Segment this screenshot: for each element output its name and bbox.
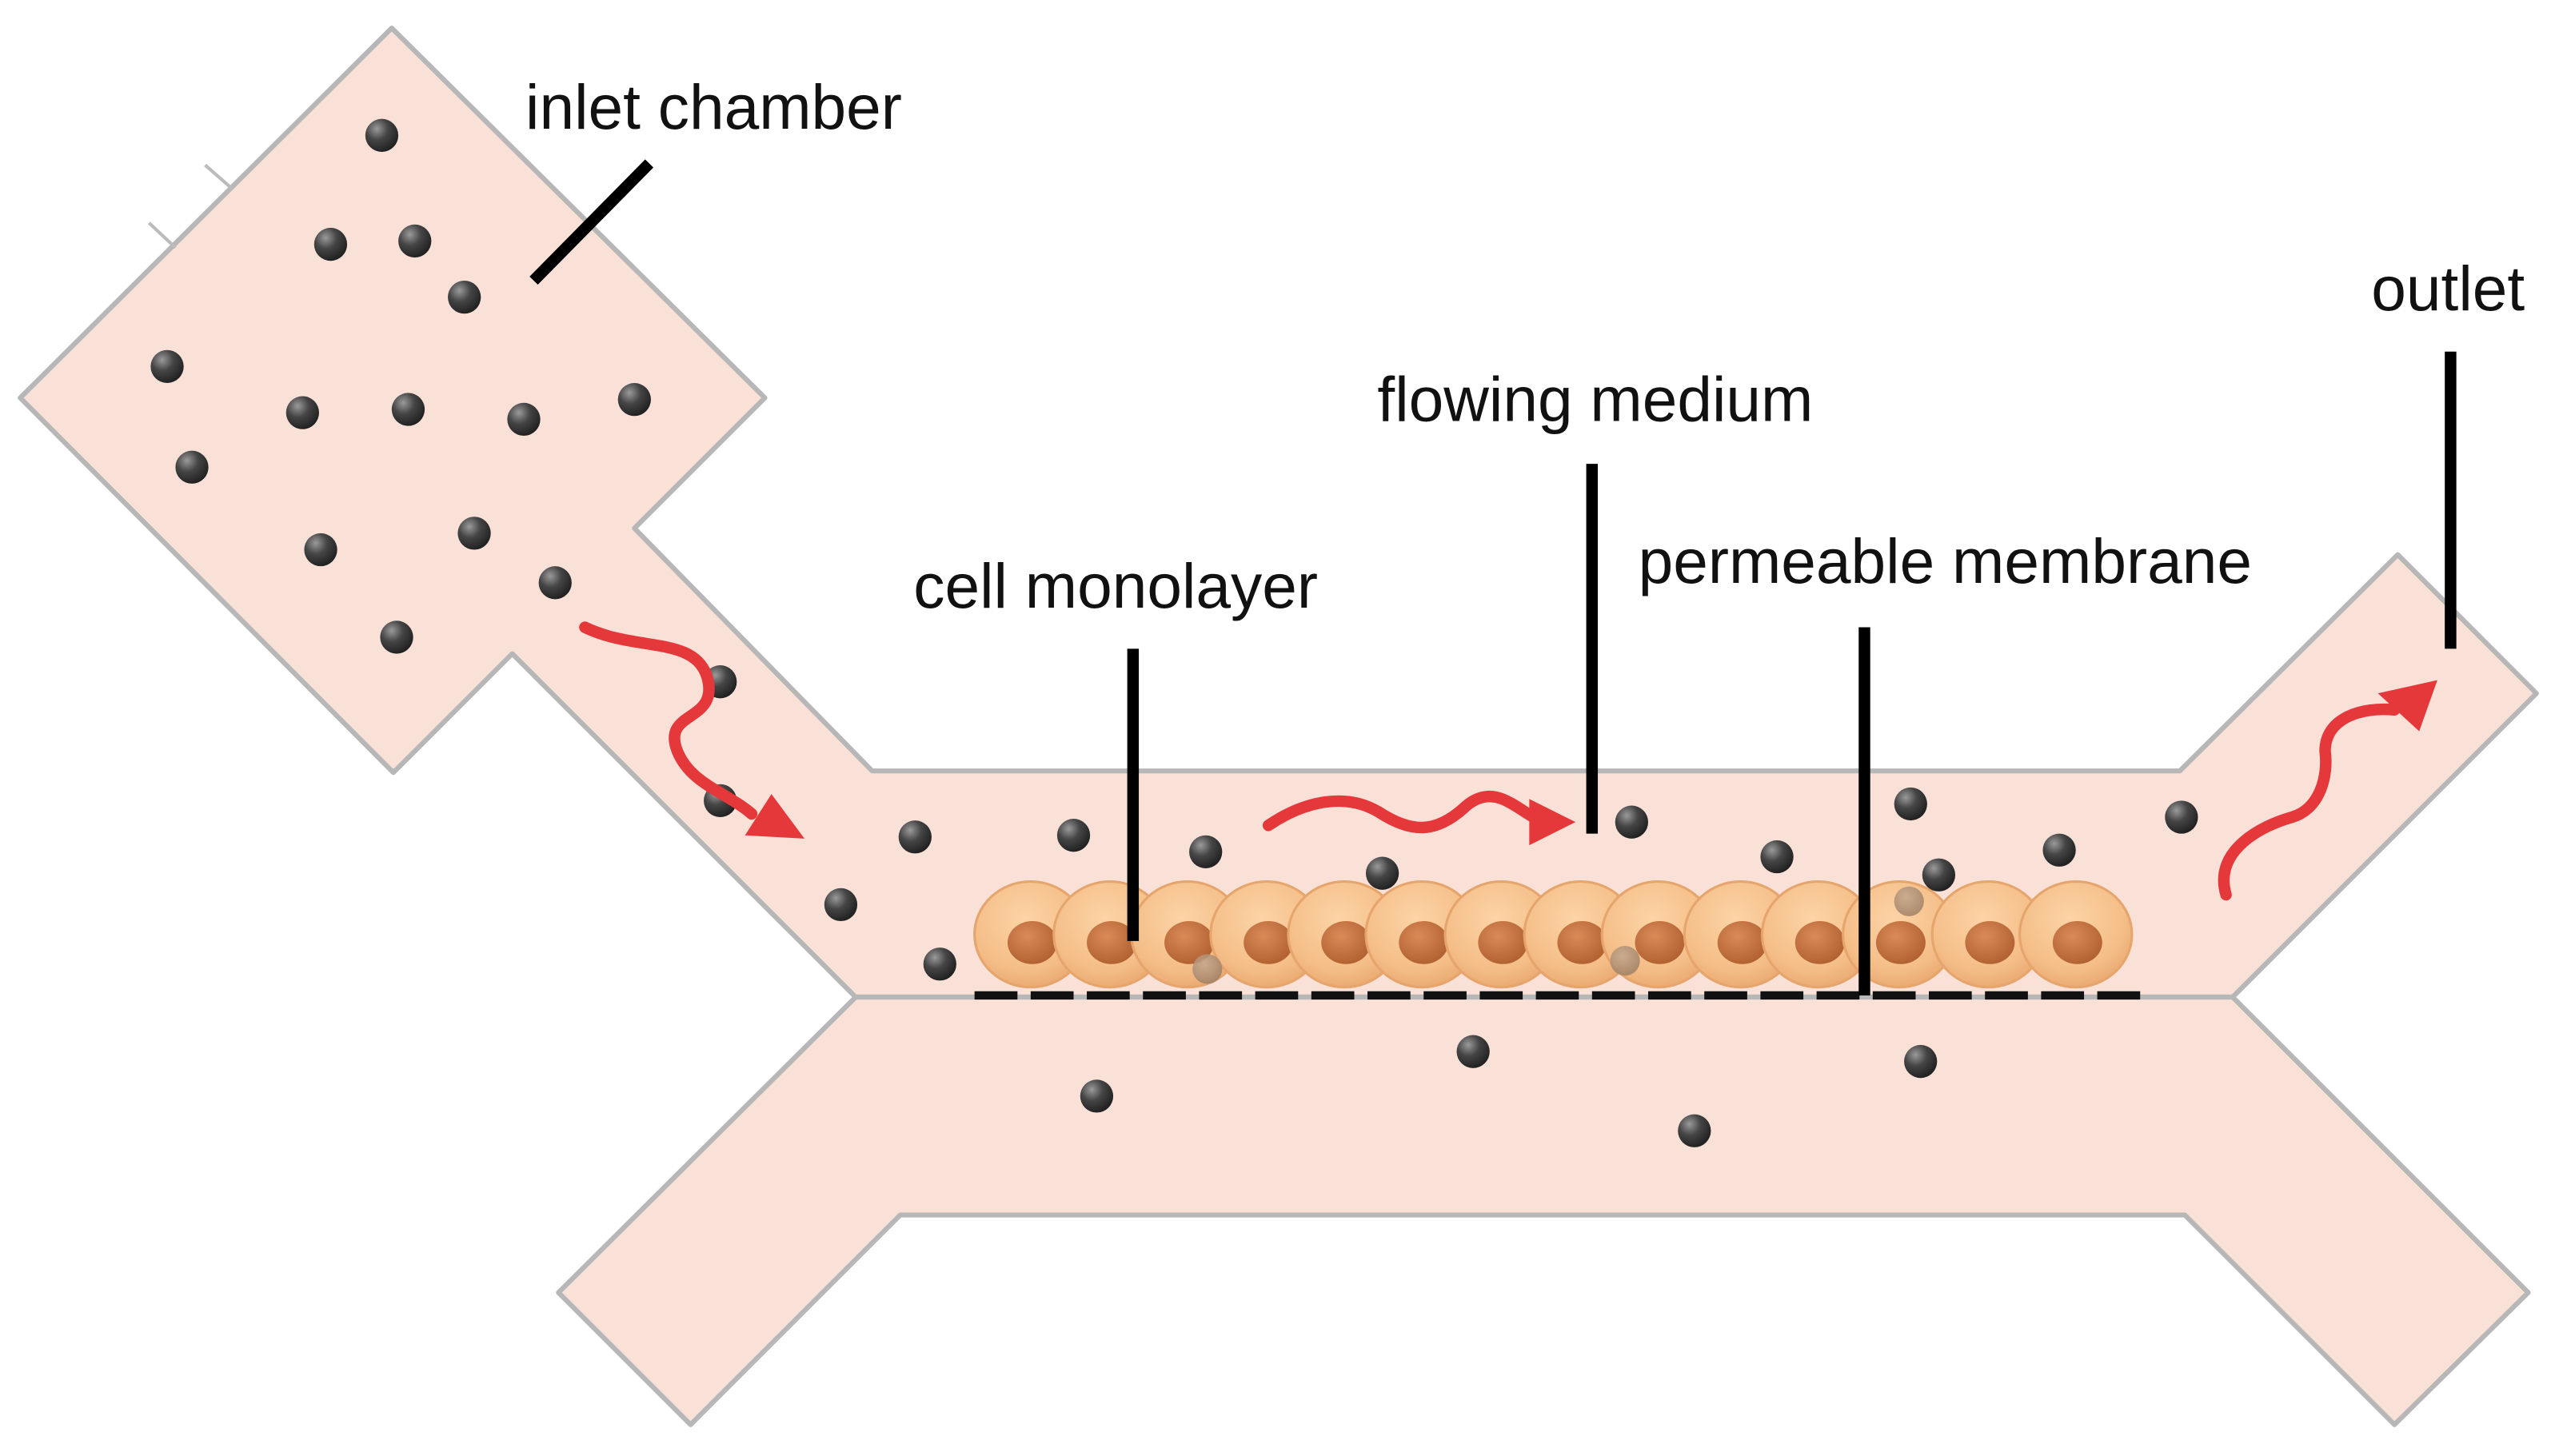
particle: [304, 533, 337, 567]
cell-nucleus: [1717, 921, 1767, 964]
inlet-chamber-shape: [18, 26, 2539, 1000]
particle: [1894, 787, 1927, 821]
particle: [391, 393, 425, 426]
particle-faint: [1610, 946, 1640, 976]
inlet-port-mark: [204, 163, 233, 189]
particle: [380, 620, 413, 654]
particle: [1456, 1035, 1490, 1068]
particle: [398, 224, 432, 258]
cell-nucleus: [1244, 921, 1294, 964]
flow-arrows: [579, 621, 2437, 901]
cell-nucleus: [1875, 921, 1926, 964]
particle: [1080, 1079, 1114, 1113]
particle: [1922, 858, 1956, 892]
particle: [617, 382, 651, 417]
inlet-port-mark: [147, 221, 177, 249]
permeable-membrane-label: permeable membrane: [1639, 526, 2252, 596]
cell-nucleus: [1399, 921, 1449, 964]
particle: [898, 820, 932, 854]
cell-nucleus: [1164, 921, 1215, 964]
particle: [1365, 856, 1399, 890]
cell: [2018, 880, 2134, 989]
particle: [2165, 800, 2198, 834]
particle-faint: [1192, 954, 1223, 984]
outlet-label: outlet: [2371, 253, 2525, 324]
particle: [1678, 1114, 1711, 1147]
cell-nucleus: [1321, 921, 1371, 964]
particle: [824, 888, 858, 922]
flow-arrow-middle: [1262, 790, 1576, 846]
cell-nucleus: [1635, 921, 1685, 964]
cell-monolayer-label: cell monolayer: [913, 551, 1318, 621]
cell-nucleus: [2052, 921, 2102, 964]
flow-arrow-inlet: [579, 621, 804, 839]
flow-arrow-outlet: [2218, 680, 2437, 901]
particle: [150, 349, 184, 383]
inlet-chamber-leader: [529, 159, 654, 285]
cell-nucleus: [1478, 921, 1528, 964]
particle-faint: [1894, 886, 1924, 916]
lower-channel-shape: [556, 994, 2531, 1427]
particle: [1056, 819, 1091, 852]
particle: [1760, 840, 1794, 874]
particle: [1615, 805, 1649, 839]
particle: [1189, 835, 1223, 868]
particle: [365, 118, 399, 152]
inlet-chamber-label: inlet chamber: [525, 72, 902, 142]
cell-nucleus: [1007, 921, 1057, 964]
particle: [507, 402, 541, 437]
cell-monolayer: [973, 880, 2134, 989]
cell-nucleus: [1794, 921, 1845, 964]
cell: [1930, 880, 2046, 989]
cell-nucleus: [1087, 921, 1136, 964]
cell-nucleus: [1965, 921, 2015, 964]
particles: [150, 118, 2198, 1147]
channel-body: [18, 26, 2539, 1427]
particle: [2042, 833, 2076, 867]
cell-nucleus: [1557, 921, 1607, 964]
cell: [1760, 880, 1876, 989]
cell: [1364, 880, 1479, 989]
leader-lines: [529, 159, 2457, 995]
particle: [313, 227, 348, 261]
particle: [285, 396, 319, 429]
particle: [1904, 1044, 1938, 1079]
particle: [175, 450, 209, 484]
particle: [538, 566, 572, 600]
flowing-medium-label: flowing medium: [1377, 364, 1813, 434]
particle: [448, 280, 481, 314]
particle: [457, 517, 491, 550]
labels: inlet chamber outlet flowing medium cell…: [525, 72, 2525, 621]
particle: [923, 947, 956, 981]
